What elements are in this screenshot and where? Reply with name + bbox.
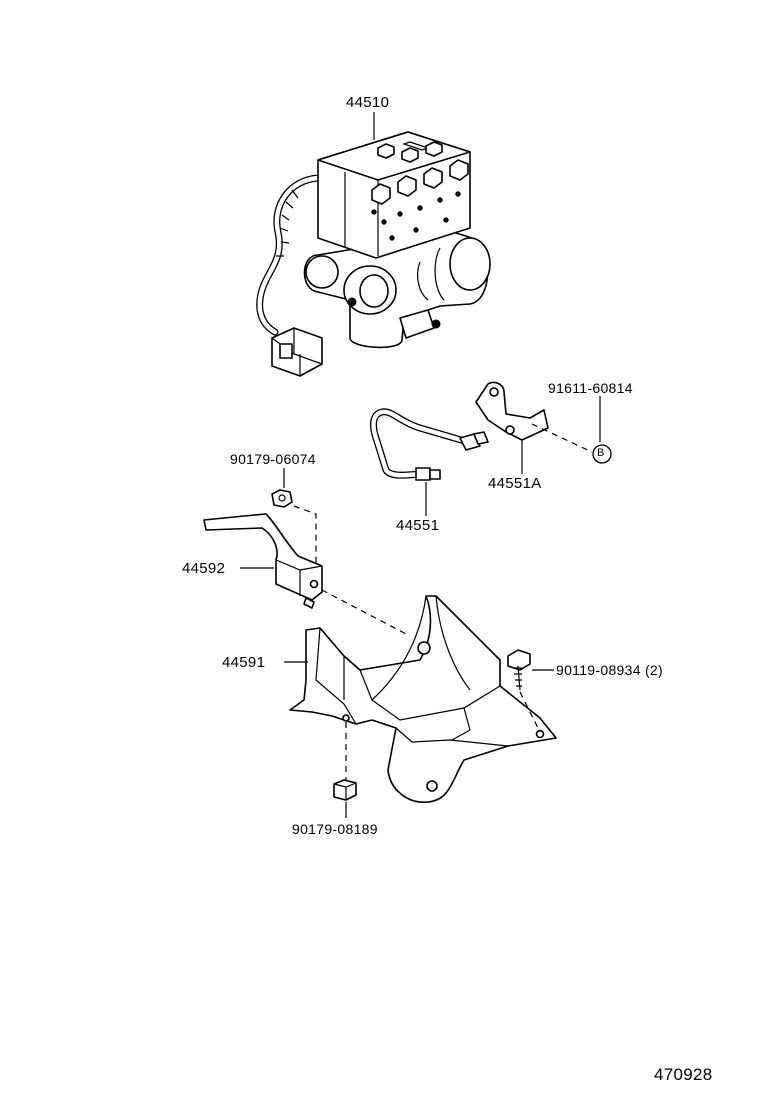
nut-lower-drawing [333, 779, 357, 801]
dashed-line-b [531, 423, 593, 453]
nut-upper-drawing [271, 489, 293, 508]
bracket-44592-drawing [203, 513, 323, 609]
dashed-line-bolt-side [519, 691, 541, 733]
bracket-44591-drawing [289, 595, 557, 803]
dashed-line-bracket [321, 589, 411, 637]
callout-b-circle [592, 444, 612, 464]
bracket-44551a-drawing [475, 381, 549, 441]
label-actuator: 44510 [346, 94, 390, 111]
callout-b-letter: B [597, 447, 605, 459]
label-nut-lower: 90179-08189 [292, 821, 378, 837]
label-tube: 44551 [396, 517, 440, 534]
label-bolt-b: 91611-60814 [548, 380, 633, 396]
label-bracket-upper: 44592 [182, 560, 226, 577]
label-bolt-side: 90119-08934 (2) [556, 662, 663, 678]
label-bracket-lower: 44591 [222, 654, 266, 671]
figure-id: 470928 [654, 1065, 713, 1084]
abs-actuator-drawing [256, 131, 491, 377]
bolt-side-drawing [507, 649, 531, 691]
label-tube-a: 44551A [488, 475, 542, 492]
label-nut-upper: 90179-06074 [230, 451, 316, 467]
dashed-line-nut-upper [293, 505, 317, 578]
brake-tube-44551-drawing [370, 408, 489, 481]
